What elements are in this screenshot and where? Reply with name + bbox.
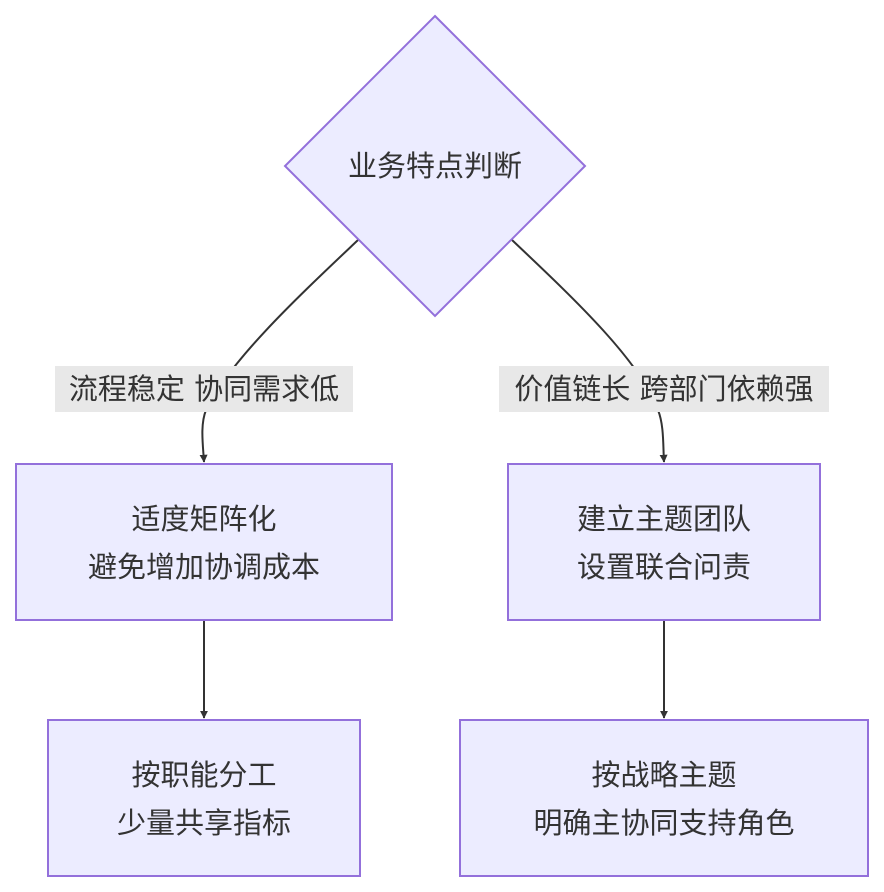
edge-label-right: 价值链长 跨部门依赖强 bbox=[499, 366, 829, 412]
decision-node-label: 业务特点判断 bbox=[348, 149, 522, 183]
node-right-mid-line2: 设置联合问责 bbox=[577, 550, 751, 584]
edge-decision-to-left-mid bbox=[199, 239, 359, 463]
node-right-end: 按战略主题 明确主协同支持角色 bbox=[459, 719, 869, 877]
node-left-end-line1: 按职能分工 bbox=[131, 758, 276, 792]
node-right-mid: 建立主题团队 设置联合问责 bbox=[507, 463, 821, 621]
node-right-end-line2: 明确主协同支持角色 bbox=[533, 806, 794, 840]
node-right-mid-line1: 建立主题团队 bbox=[577, 502, 751, 536]
edge-label-left-text: 流程稳定 协同需求低 bbox=[69, 372, 339, 406]
node-left-end-line2: 少量共享指标 bbox=[117, 806, 291, 840]
node-left-mid: 适度矩阵化 避免增加协调成本 bbox=[15, 463, 393, 621]
node-left-mid-line2: 避免增加协调成本 bbox=[88, 550, 320, 584]
decision-node: 业务特点判断 bbox=[283, 14, 587, 318]
node-left-end: 按职能分工 少量共享指标 bbox=[47, 719, 361, 877]
node-left-mid-line1: 适度矩阵化 bbox=[131, 502, 276, 536]
edge-label-left: 流程稳定 协同需求低 bbox=[55, 366, 353, 412]
edge-label-right-text: 价值链长 跨部门依赖强 bbox=[514, 372, 813, 406]
node-right-end-line1: 按战略主题 bbox=[591, 758, 736, 792]
edge-decision-to-right-mid bbox=[511, 239, 668, 463]
